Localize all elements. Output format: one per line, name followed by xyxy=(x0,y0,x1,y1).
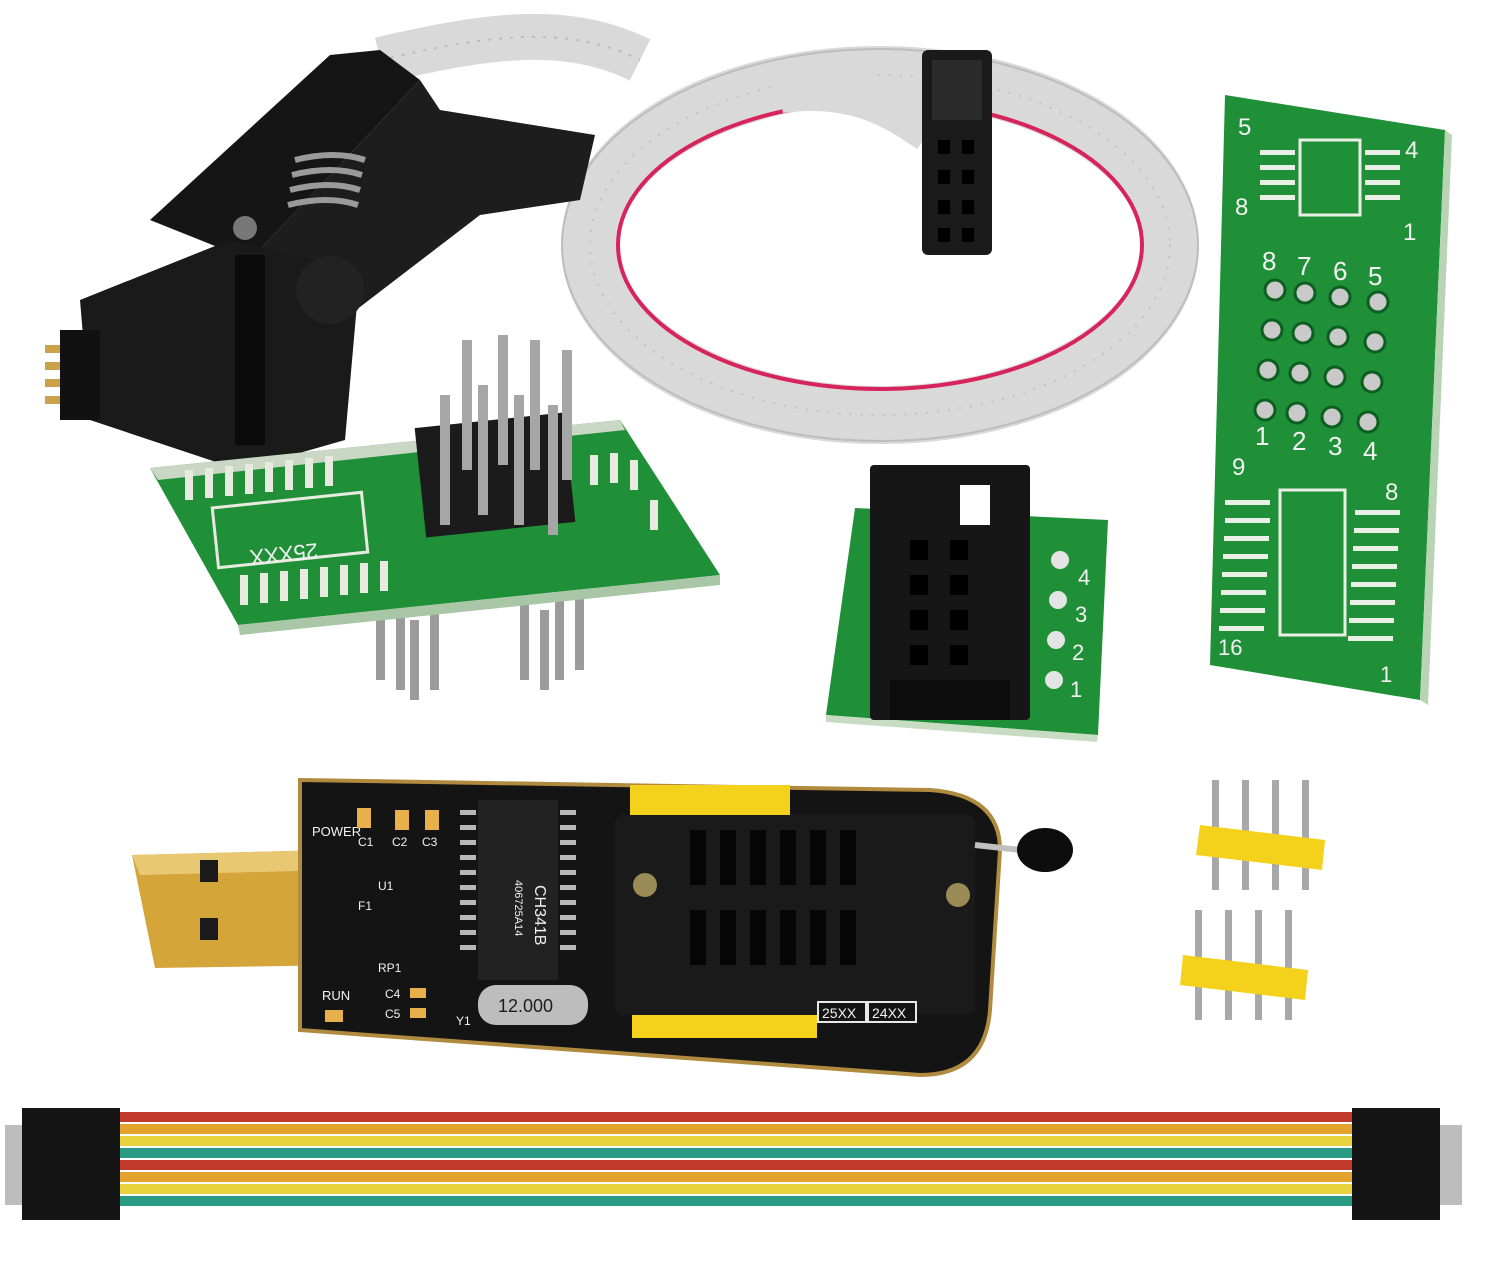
board-pin-3: 3 xyxy=(1328,431,1342,461)
board-pin-8: 8 xyxy=(1262,246,1276,276)
pin-header-bottom xyxy=(1180,910,1308,1020)
idc-pin-4: 4 xyxy=(1078,565,1090,590)
idc-pin-2: 2 xyxy=(1072,640,1084,665)
rp1-label: RP1 xyxy=(378,961,402,975)
24xx-label: 24XX xyxy=(872,1005,907,1021)
edge-label-8: 8 xyxy=(1235,194,1248,221)
edge-label-8b: 8 xyxy=(1385,479,1398,506)
board-pin-1: 1 xyxy=(1255,421,1269,451)
f1-label: F1 xyxy=(358,899,372,913)
edge-label-4: 4 xyxy=(1405,137,1418,164)
idc-connector xyxy=(922,50,992,255)
power-label: POWER xyxy=(312,824,361,839)
chip-code: 406725A14 xyxy=(512,880,524,936)
c3-label: C3 xyxy=(422,835,438,849)
c4-label: C4 xyxy=(385,987,401,1001)
idc-pin-3: 3 xyxy=(1075,602,1087,627)
edge-label-1b: 1 xyxy=(1380,662,1392,687)
u1-label: U1 xyxy=(378,879,394,893)
sop-dip-board: 8 7 6 5 1 2 3 4 5 4 8 1 9 8 16 1 xyxy=(1210,95,1452,705)
pin-adapter: 25XXX xyxy=(150,335,720,700)
y1-label: Y1 xyxy=(456,1014,471,1028)
c2-label: C2 xyxy=(392,835,408,849)
25xx-label: 25XX xyxy=(822,1005,857,1021)
dupont-cable xyxy=(5,1108,1462,1220)
c5-label: C5 xyxy=(385,1007,401,1021)
run-label: RUN xyxy=(322,988,350,1003)
edge-label-1: 1 xyxy=(1403,219,1416,246)
board-pin-6: 6 xyxy=(1333,256,1347,286)
edge-label-9: 9 xyxy=(1232,454,1245,481)
crystal-label: 12.000 xyxy=(498,996,553,1016)
board-pin-5: 5 xyxy=(1368,261,1382,291)
chip-label: CH341B xyxy=(531,885,548,945)
soic8-clip xyxy=(45,50,595,470)
idc-pin-1: 1 xyxy=(1070,677,1082,702)
idc-adapter: 4 3 2 1 xyxy=(826,465,1108,742)
board-pin-7: 7 xyxy=(1297,251,1311,281)
c1-label: C1 xyxy=(358,835,374,849)
usb-programmer: POWER RUN C1 C2 C3 C4 C5 U1 F1 RP1 Y1 xyxy=(132,777,1073,1078)
ribbon-cable xyxy=(375,13,1199,444)
edge-label-5: 5 xyxy=(1238,114,1251,141)
board-pin-2: 2 xyxy=(1292,426,1306,456)
pin-header-top xyxy=(1196,780,1325,890)
board-pin-4: 4 xyxy=(1363,436,1377,466)
edge-label-16: 16 xyxy=(1218,635,1242,660)
